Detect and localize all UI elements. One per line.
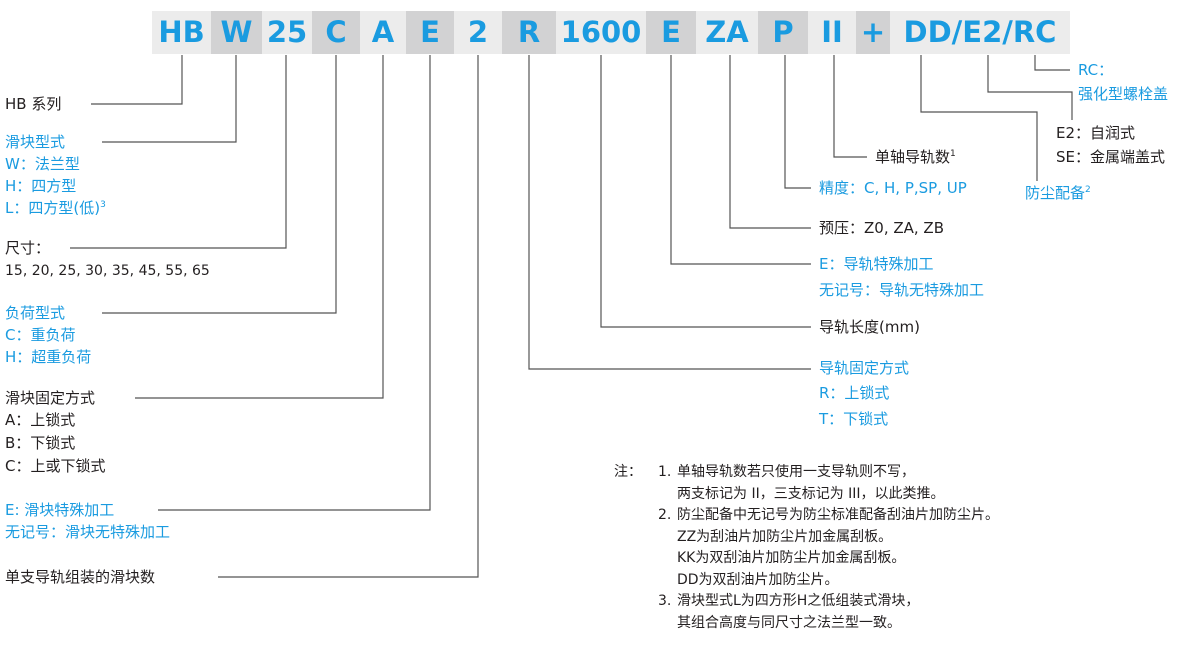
leader-e2 (987, 55, 1073, 120)
label-precision: 精度：C, H, P,SP, UP (819, 179, 967, 197)
code-segment-block-count: 2 (454, 11, 502, 54)
label-block-type-l: L：四方型(低)3 (5, 199, 106, 217)
code-segment-series: HB (152, 11, 211, 54)
leader-rail-special (670, 55, 811, 265)
label-rails: 单轴导轨数1 (875, 148, 956, 166)
leader-block-type (102, 55, 237, 143)
code-segment-rail-length: 1600 (556, 11, 646, 54)
label-series: HB 系列 (5, 95, 62, 113)
label-e2: E2：自润式 (1056, 124, 1136, 142)
note-3-line-2: 其组合高度与同尺寸之法兰型一致。 (677, 614, 901, 631)
label-block-mount-a: A：上锁式 (5, 411, 76, 429)
label-block-mount-title: 滑块固定方式 (5, 389, 96, 407)
model-code-bar: HB W 25 C A E 2 R 1600 E ZA P II + DD/E2… (0, 11, 1200, 54)
leader-block-special (158, 55, 431, 511)
label-block-mount-b: B：下锁式 (5, 434, 76, 452)
leader-precision (784, 55, 811, 189)
label-size-title: 尺寸： (5, 239, 51, 257)
code-segment-rails: II (808, 11, 856, 54)
label-block-type-h: H：四方型 (5, 177, 77, 195)
code-segment-precision: P (758, 11, 808, 54)
note-1-line-1: 单轴导轨数若只使用一支导轨则不写， (677, 464, 915, 480)
code-segment-block-type: W (211, 11, 262, 54)
label-load-type-h: H：超重负荷 (5, 348, 92, 366)
code-segment-rail-special: E (646, 11, 696, 54)
label-load-type-title: 负荷型式 (5, 304, 66, 322)
label-rc-desc: 强化型螺栓盖 (1078, 85, 1169, 103)
leader-load-type (102, 55, 337, 314)
code-segment-load-type: C (312, 11, 360, 54)
label-dust: 防尘配备2 (1025, 184, 1091, 202)
leader-block-mount (135, 55, 384, 399)
label-rail-length: 导轨长度(mm) (819, 318, 920, 336)
code-segment-block-mount: A (360, 11, 406, 54)
leader-size (70, 55, 287, 249)
label-rail-mount-t: T：下锁式 (819, 410, 889, 428)
label-load-type-c: C：重负荷 (5, 326, 76, 344)
note-1-line-2: 两支标记为 II，三支标记为 III，以此类推。 (677, 485, 945, 502)
note-2-num: 2. (658, 507, 672, 523)
leader-series (91, 55, 183, 105)
leader-rail-length (600, 55, 811, 328)
label-block-type-title: 滑块型式 (5, 133, 66, 151)
note-2-line-4: DD为双刮油片加防尘片。 (677, 571, 839, 588)
label-block-type-w: W：法兰型 (5, 155, 80, 173)
leader-dust (920, 55, 1038, 181)
code-segment-block-special: E (406, 11, 454, 54)
note-1-num: 1. (658, 464, 672, 480)
code-segment-plus: + (856, 11, 890, 54)
leader-rc (1034, 55, 1070, 71)
label-rail-mount-r: R：上锁式 (819, 384, 890, 402)
label-block-special-e: E: 滑块特殊加工 (5, 501, 115, 519)
footnote-marker: 2 (1085, 185, 1091, 195)
code-segment-rail-mount: R (502, 11, 556, 54)
label-preload: 预压：Z0, ZA, ZB (819, 219, 944, 237)
label-block-mount-c: C：上或下锁式 (5, 457, 106, 475)
note-2-line-1: 防尘配备中无记号为防尘标准配备刮油片加防尘片。 (677, 507, 999, 523)
note-2-line-3: KK为双刮油片加防尘片加金属刮板。 (677, 550, 906, 566)
label-size-values: 15, 20, 25, 30, 35, 45, 55, 65 (5, 263, 210, 279)
code-segment-dust: DD/E2/RC (890, 11, 1070, 54)
label-block-special-none: 无记号：滑块无特殊加工 (5, 523, 171, 541)
label-rail-mount-title: 导轨固定方式 (819, 359, 910, 377)
label-rc-title: RC： (1078, 61, 1114, 79)
notes-label: 注： (614, 464, 642, 480)
label-rail-special-e: E：导轨特殊加工 (819, 255, 934, 273)
footnote-marker: 1 (950, 149, 956, 159)
leader-block-count (218, 55, 479, 578)
code-segment-size: 25 (262, 11, 312, 54)
leader-preload (729, 55, 811, 229)
label-block-count: 单支导轨组装的滑块数 (5, 568, 156, 586)
note-3-num: 3. (658, 593, 672, 609)
leader-rail-mount (528, 55, 811, 370)
label-se: SE：金属端盖式 (1056, 148, 1165, 166)
label-rail-special-none: 无记号：导轨无特殊加工 (819, 281, 985, 299)
leader-rails (833, 55, 867, 158)
note-3-line-1: 滑块型式L为四方形H之低组装式滑块， (677, 593, 920, 609)
footnote-marker: 3 (100, 200, 106, 210)
code-segment-preload: ZA (696, 11, 758, 54)
note-2-line-2: ZZ为刮油片加防尘片加金属刮板。 (677, 528, 893, 545)
